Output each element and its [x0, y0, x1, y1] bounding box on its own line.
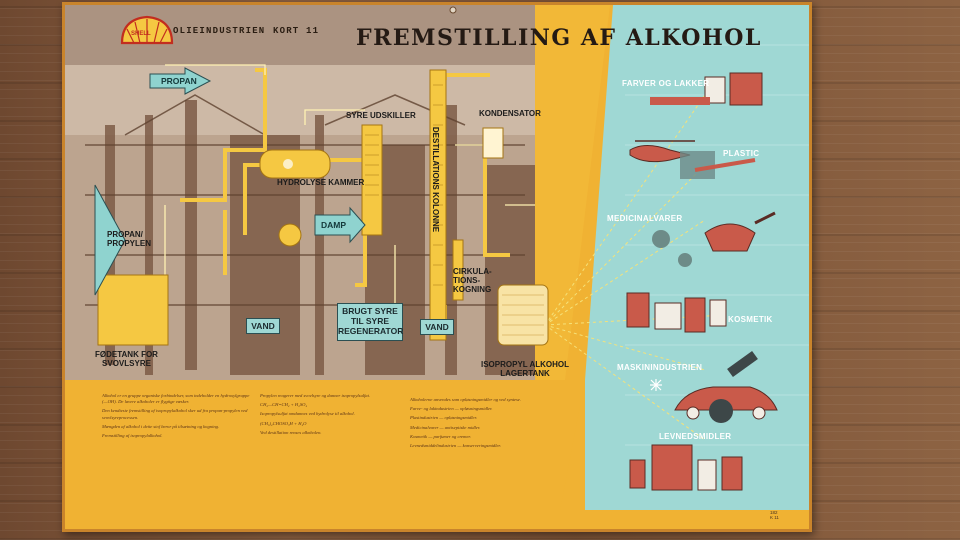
card-label: KORT 11	[273, 26, 320, 36]
text-column-2: Propylen reagerer med svovlsyre og danne…	[260, 393, 371, 435]
damp-label: DAMP	[321, 220, 347, 230]
fodetank-label: FØDETANK FOR SVOVLSYRE	[95, 350, 158, 368]
footer-code: 182 K 11	[770, 510, 779, 520]
car-icon	[650, 350, 778, 423]
product-kosmetik: KOSMETIK	[728, 315, 773, 324]
perfume-bottles-icon	[626, 292, 727, 333]
destillation-label: DESTILLATIONS KOLONNE	[431, 126, 441, 233]
helicopter-icon	[629, 140, 756, 179]
isopropyl-label: ISOPROPYL ALKOHOL LAGERTANK	[481, 360, 570, 378]
syre-udskiller-label: SYRE UDSKILLER	[346, 111, 416, 120]
brand-label: SHELL	[131, 31, 151, 37]
cirkulation-label: CIRKULA- TIONS- KOGNING	[453, 267, 492, 294]
propan-label: PROPAN	[161, 76, 197, 86]
hydrolyse-label: HYDROLYSE KAMMER	[277, 178, 365, 187]
shell-logo-icon	[120, 15, 174, 45]
product-medicinalvarer: MEDICINALVARER	[607, 214, 683, 223]
product-farver-og-lakker: FARVER OG LAKKER	[622, 79, 710, 88]
vand-label-2: VAND	[420, 319, 454, 335]
wall-chart: SHELL OLIEINDUSTRIEN KORT 11 FREMSTILLIN…	[62, 2, 812, 532]
paint-can-icon	[650, 72, 763, 106]
text-column-3: Alkoholerne anvendes som opløsningsmidle…	[410, 397, 522, 449]
product-maskinindustrien: MASKININDUSTRIEN	[617, 363, 703, 372]
medicine-icon	[652, 211, 776, 267]
kondensator-label: KONDENSATOR	[479, 109, 541, 118]
product-plastic: PLASTIC	[723, 149, 760, 158]
page-title: FREMSTILLING AF ALKOHOL	[356, 25, 762, 51]
chart-artwork	[65, 5, 809, 529]
series-label: OLIEINDUSTRIEN	[173, 26, 266, 36]
product-levnedsmidler: LEVNEDSMIDLER	[659, 432, 732, 441]
propan-propylen-label: PROPAN/ PROPYLEN	[107, 230, 152, 248]
brugt-syre-label: BRUGT SYRE TIL SYRE REGENERATOR	[337, 303, 403, 341]
vand-label-1: VAND	[246, 318, 280, 334]
text-column-1: Alkohol er en gruppe organiske forbindel…	[102, 393, 250, 439]
food-jars-icon	[629, 444, 743, 491]
